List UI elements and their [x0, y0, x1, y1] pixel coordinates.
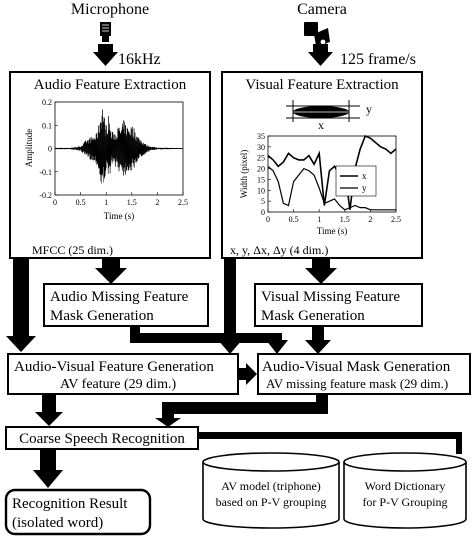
width-y-tick-label: 15: [257, 175, 265, 184]
visual-box-title: Visual Feature Extraction: [245, 77, 399, 93]
av-feature-title: Audio-Visual Feature Generation: [14, 359, 214, 375]
av-mask-subtitle: AV missing feature mask (29 dim.): [266, 376, 448, 391]
recognition-result-box: [4, 488, 152, 536]
av-mask-generation-box: [257, 353, 471, 395]
lip-x-label: x: [318, 118, 324, 132]
width-y-tick-label: 20: [257, 165, 265, 174]
visual-missing-line2: Mask Generation: [261, 308, 365, 324]
arrow-av-mask-to-coarse: [155, 394, 328, 427]
arrow-visual-to-av-feature: [218, 258, 242, 354]
width-x-tick-label: 2: [368, 215, 372, 224]
av-model-database: AV model (triphone) based on P-V groupin…: [202, 452, 340, 529]
arrow-coarse-to-result: [33, 449, 63, 488]
word-dictionary-line1: Word Dictionary: [365, 479, 446, 493]
arrow-audio-to-av-feature: [6, 258, 36, 352]
legend-x-label: x: [362, 171, 367, 181]
legend-y-label: y: [362, 183, 367, 193]
width-y-tick-label: 30: [257, 143, 265, 152]
audio-missing-line2: Mask Generation: [50, 308, 154, 324]
width-x-label: Time (s): [317, 226, 347, 236]
audio-rate-label: 16kHz: [118, 51, 161, 68]
waveform-x-tick-label: 2: [155, 198, 159, 207]
lip-shape-icon: [286, 100, 360, 122]
width-x-tick-label: 1: [317, 215, 321, 224]
video-input-arrow: [308, 44, 333, 66]
connectors: [6, 258, 462, 488]
waveform-y-tick-label: 0.2: [42, 98, 52, 107]
result-line2: (isolated word): [12, 515, 103, 531]
visual-missing-feature-box: [254, 283, 423, 327]
lip-y-label: y: [366, 102, 372, 116]
av-model-line1: AV model (triphone): [221, 479, 321, 493]
width-x-tick-label: 1.5: [340, 215, 350, 224]
audio-waveform-chart: 0.2 0.1 0 -0.1 -0.2 0 0.5 1 1.5 2 2.5 Time (s) Am…: [24, 98, 188, 221]
result-line1: Recognition Result: [12, 496, 128, 512]
word-dictionary-database: Word Dictionary for P-V Grouping: [343, 452, 467, 529]
video-rate-label: 125 frame/s: [340, 51, 416, 68]
av-feature-subtitle: AV feature (29 dim.): [60, 377, 176, 392]
waveform-x-tick-label: 2.5: [178, 198, 188, 207]
audio-input-arrow: [93, 44, 118, 66]
audio-feature-label: MFCC (25 dim.): [32, 243, 113, 257]
width-x-tick-label: 0: [266, 215, 270, 224]
waveform-x-tick-label: 1: [104, 198, 108, 207]
waveform-y-tick-label: 0: [48, 145, 52, 154]
width-plot-frame: [267, 135, 397, 213]
width-series-x-line: [267, 134, 397, 210]
waveform-x-tick-label: 1.5: [127, 198, 137, 207]
width-y-tick-label: 25: [257, 154, 265, 163]
word-dictionary-line2: for P-V Grouping: [362, 495, 447, 509]
width-y-tick-label: 5: [261, 197, 265, 206]
width-legend: x y: [335, 165, 377, 197]
arrow-av-feature-to-av-mask: [238, 363, 257, 385]
camera-icon: [304, 22, 330, 46]
waveform-y-tick-label: 0.1: [42, 121, 52, 130]
av-model-line2: based on P-V grouping: [216, 495, 327, 509]
arrow-visual-missing-to-av-mask: [305, 326, 331, 354]
audio-box-title: Audio Feature Extraction: [34, 77, 187, 93]
waveform-trace: [54, 109, 184, 184]
waveform-x-tick-label: 0.5: [76, 198, 86, 207]
width-y-tick-label: 10: [257, 186, 265, 195]
audio-missing-line1: Audio Missing Feature: [50, 289, 189, 305]
arrow-av-feature-to-coarse: [35, 394, 63, 426]
arrow-audio-to-missing: [95, 258, 127, 284]
waveform-y-tick-label: -0.1: [39, 168, 52, 177]
visual-feature-label: x, y, Δx, Δy (4 dim.): [230, 243, 328, 257]
visual-missing-line1: Visual Missing Feature: [261, 289, 400, 305]
arrow-audio-missing-to-av-mask: [130, 326, 288, 354]
width-x-tick-label: 0.5: [289, 215, 299, 224]
width-y-tick-label: 0: [261, 208, 265, 217]
microphone-icon: [100, 22, 111, 42]
waveform-x-label: Time (s): [104, 211, 134, 221]
waveform-x-tick-label: 0: [53, 198, 57, 207]
av-mask-title: Audio-Visual Mask Generation: [262, 359, 451, 375]
waveform-y-label: Amplitude: [24, 129, 34, 168]
waveform-y-tick-label: -0.2: [39, 191, 52, 200]
coarse-title: Coarse Speech Recognition: [19, 431, 185, 447]
legend-box: [335, 165, 377, 197]
width-y-label: Width (pixel): [239, 150, 249, 198]
arrow-visual-to-missing: [305, 258, 337, 284]
camera-label: Camera: [297, 1, 347, 18]
arrow-coarse-to-databases: [198, 432, 462, 454]
width-y-tick-label: 35: [257, 132, 265, 141]
width-series-y-line: [267, 165, 396, 211]
width-x-tick-label: 2.5: [391, 215, 401, 224]
audio-missing-feature-box: [43, 283, 209, 327]
microphone-label: Microphone: [71, 1, 149, 18]
